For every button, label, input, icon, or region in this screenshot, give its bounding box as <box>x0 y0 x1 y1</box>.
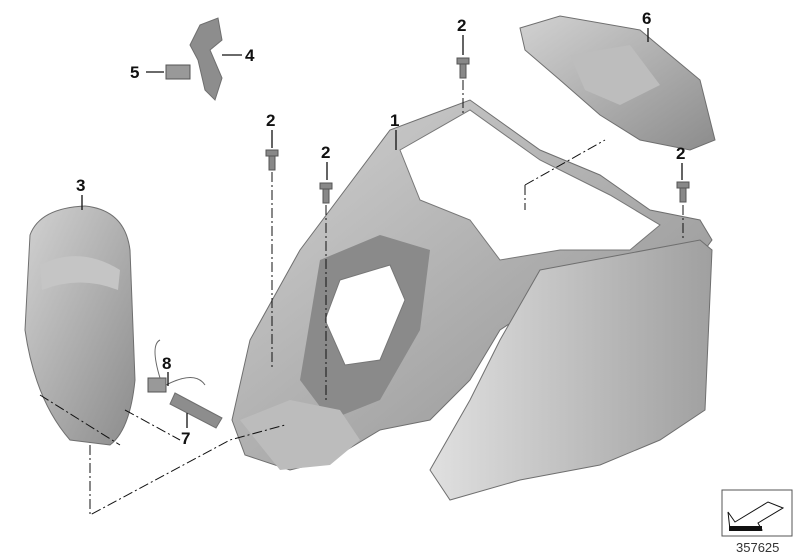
callout-2: 2 <box>321 143 330 162</box>
callout-3: 3 <box>76 176 85 195</box>
part-3-pad <box>24 205 136 446</box>
part-4-latch <box>189 17 223 101</box>
part-7-pin <box>169 392 223 429</box>
callout-2: 2 <box>676 144 685 163</box>
callout-4: 4 <box>245 46 255 65</box>
callout-2: 2 <box>266 111 275 130</box>
callout-2: 2 <box>457 16 466 35</box>
part-1-housing <box>231 99 713 471</box>
callouts: 1 2 2 2 2 3 4 5 6 7 8 <box>76 9 685 448</box>
screws <box>265 57 690 204</box>
callout-5: 5 <box>130 63 139 82</box>
part-6-cover <box>519 15 716 151</box>
leader-lines <box>81 28 683 428</box>
callout-1: 1 <box>390 111 399 130</box>
callout-7: 7 <box>181 429 190 448</box>
callout-6: 6 <box>642 9 651 28</box>
assembly-lines <box>39 80 684 516</box>
part-8-spring <box>147 339 206 393</box>
orientation-arrow-icon <box>721 489 793 537</box>
reference-number: 357625 <box>736 540 780 555</box>
callout-8: 8 <box>162 354 171 373</box>
right-side-panel <box>429 239 713 501</box>
part-5-spring <box>165 64 191 80</box>
